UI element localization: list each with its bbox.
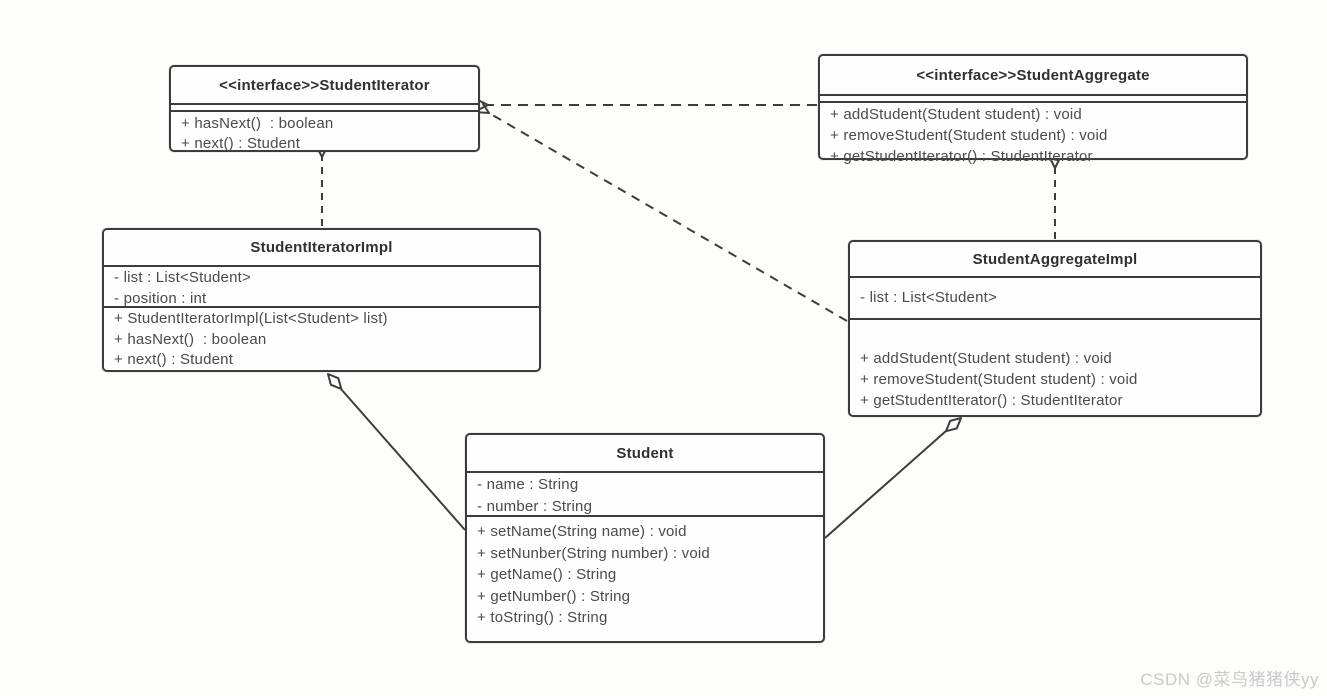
method-entry: + setName(String name) : void (477, 523, 687, 540)
class-title-student: Student (467, 435, 823, 473)
method-entry: + hasNext() : boolean (114, 330, 267, 348)
fields-compartment-empty (820, 96, 1246, 103)
methods-compartment: + hasNext() : boolean + next() : Student (171, 112, 478, 154)
method-entry: + next() : Student (114, 351, 234, 368)
method-entry: + getStudentIterator() : StudentIterator (830, 148, 1093, 165)
method-entry: + next() : Student (181, 135, 301, 152)
fields-compartment: - name : String - number : String (467, 473, 823, 517)
method-entry: + hasNext() : boolean (181, 115, 334, 132)
method-entry: + getName() : String (477, 566, 617, 583)
method-entry: + getStudentIterator() : StudentIterator (860, 392, 1123, 409)
method-entry: + toString() : String (477, 609, 608, 626)
method-entry: + addStudent(Student student) : void (860, 350, 1112, 367)
field-entry: - position : int (114, 289, 207, 307)
method-entry: + removeStudent(Student student) : void (830, 127, 1108, 144)
method-entry: + addStudent(Student student) : void (830, 106, 1082, 123)
class-title-student-aggregate-impl: StudentAggregateImpl (850, 242, 1260, 278)
method-entry: + removeStudent(Student student) : void (860, 371, 1138, 388)
aggregation-diamond-aggregateimpl (945, 417, 962, 433)
method-entry: + StudentIteratorImpl(List<Student> list… (114, 310, 388, 327)
class-title-student-aggregate: <<interface>>StudentAggregate (820, 56, 1246, 96)
class-title-student-iterator-impl: StudentIteratorImpl (104, 230, 539, 267)
class-box-student: Student - name : String - number : Strin… (465, 433, 825, 643)
method-entry: + getNumber() : String (477, 587, 631, 605)
class-box-student-iterator-impl: StudentIteratorImpl - list : List<Studen… (102, 228, 541, 372)
class-title-student-iterator: <<interface>>StudentIterator (171, 67, 478, 105)
field-entry: - list : List<Student> (860, 289, 997, 306)
fields-compartment: - list : List<Student> (850, 278, 1260, 320)
methods-compartment: + StudentIteratorImpl(List<Student> list… (104, 308, 539, 371)
csdn-watermark: CSDN @菜鸟猪猪侠yy (1140, 670, 1319, 689)
class-box-student-aggregate-impl: StudentAggregateImpl - list : List<Stude… (848, 240, 1262, 417)
fields-compartment: - list : List<Student> - position : int (104, 267, 539, 308)
fields-compartment-empty (171, 105, 478, 112)
methods-compartment: + addStudent(Student student) : void + r… (820, 103, 1246, 167)
method-entry: + setNunber(String number) : void (477, 544, 710, 562)
field-entry: - list : List<Student> (114, 269, 251, 286)
methods-compartment: + setName(String name) : void + setNunbe… (467, 517, 823, 629)
methods-compartment: + addStudent(Student student) : void + r… (850, 320, 1260, 411)
class-box-student-aggregate: <<interface>>StudentAggregate + addStude… (818, 54, 1248, 165)
aggregation-line-iteratorimpl-to-student (340, 388, 466, 531)
aggregation-diamond-iteratorimpl (327, 373, 343, 390)
field-entry: - number : String (477, 497, 593, 515)
dependency-line-aggregateimpl-to-iterator (476, 102, 848, 322)
field-entry: - name : String (477, 476, 579, 493)
aggregation-line-aggregateimpl-to-student (824, 430, 947, 539)
class-box-student-iterator: <<interface>>StudentIterator + hasNext()… (169, 65, 480, 152)
